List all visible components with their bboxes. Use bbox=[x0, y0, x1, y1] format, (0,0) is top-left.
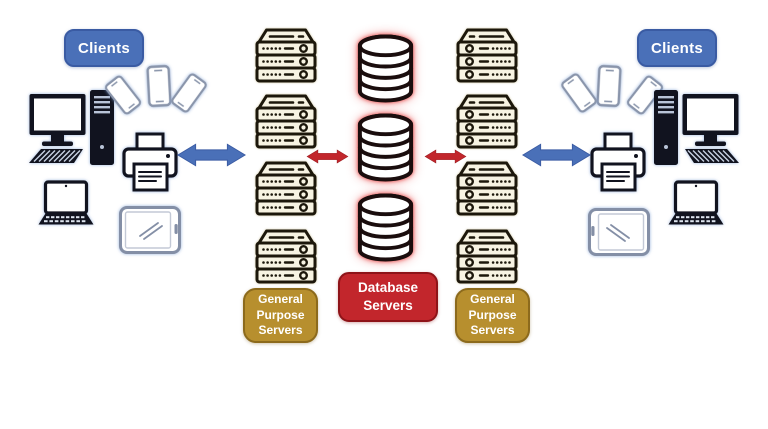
rack-server-icon bbox=[454, 93, 520, 150]
rack-server-icon bbox=[253, 160, 319, 217]
tablet-icon bbox=[588, 208, 650, 256]
database-servers-badge: Database Servers bbox=[338, 272, 438, 322]
general-servers-right-badge: General Purpose Servers bbox=[455, 288, 530, 343]
rack-server-icon bbox=[253, 27, 319, 84]
general-servers-left-label: General Purpose Servers bbox=[256, 292, 305, 338]
laptop-icon bbox=[37, 180, 95, 227]
clients-right-badge: Clients bbox=[637, 29, 717, 67]
database-cylinder-icon bbox=[353, 112, 418, 183]
rack-server-icon bbox=[454, 160, 520, 217]
desktop-computer-icon bbox=[653, 89, 739, 167]
rack-server-icon bbox=[253, 93, 319, 150]
bidirectional-arrow-blue-left bbox=[175, 141, 248, 169]
general-servers-left-badge: General Purpose Servers bbox=[243, 288, 318, 343]
database-servers-label: Database Servers bbox=[357, 279, 419, 313]
smartphone-icon bbox=[596, 64, 622, 107]
general-servers-right-label: General Purpose Servers bbox=[468, 292, 517, 338]
tablet-icon bbox=[119, 206, 181, 254]
clients-left-label: Clients bbox=[77, 39, 131, 57]
bidirectional-arrow-red-left bbox=[306, 146, 349, 167]
database-cylinder-icon bbox=[353, 192, 418, 263]
desktop-computer-icon bbox=[29, 89, 115, 167]
bidirectional-arrow-red-right bbox=[424, 146, 467, 167]
clients-right-label: Clients bbox=[650, 39, 704, 57]
smartphone-group-right bbox=[561, 64, 656, 122]
smartphone-group-left bbox=[112, 64, 207, 122]
smartphone-icon bbox=[169, 71, 209, 115]
smartphone-icon bbox=[559, 71, 599, 115]
bidirectional-arrow-blue-right bbox=[520, 141, 593, 169]
rack-server-icon bbox=[454, 228, 520, 285]
clients-left-badge: Clients bbox=[64, 29, 144, 67]
rack-server-icon bbox=[454, 27, 520, 84]
printer-icon bbox=[590, 132, 648, 195]
printer-icon bbox=[122, 132, 180, 195]
rack-server-icon bbox=[253, 228, 319, 285]
database-cylinder-icon bbox=[353, 33, 418, 104]
laptop-icon bbox=[667, 180, 725, 227]
